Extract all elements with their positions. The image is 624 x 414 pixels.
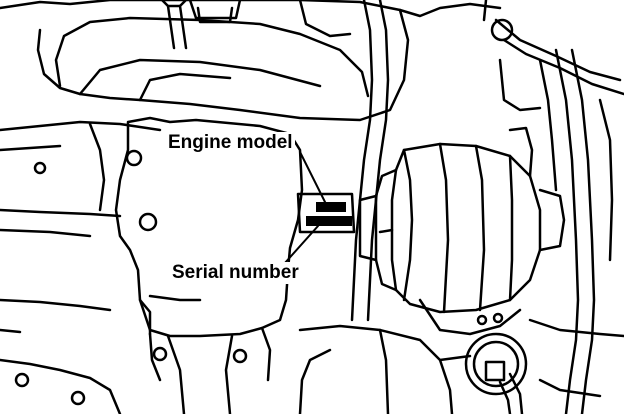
engine-model-label: Engine model	[166, 132, 295, 154]
engine-block-left	[0, 120, 162, 414]
radiator-hoses	[482, 0, 624, 414]
lower-hardware	[298, 318, 624, 414]
alternator	[358, 126, 566, 336]
intake-manifold	[0, 0, 502, 122]
serial-number-label: Serial number	[170, 262, 301, 284]
leader-lines	[283, 151, 327, 265]
number-plate	[296, 192, 356, 234]
dipstick-tube	[350, 0, 390, 322]
sensor-connector	[464, 332, 528, 414]
timing-cover	[114, 116, 304, 414]
